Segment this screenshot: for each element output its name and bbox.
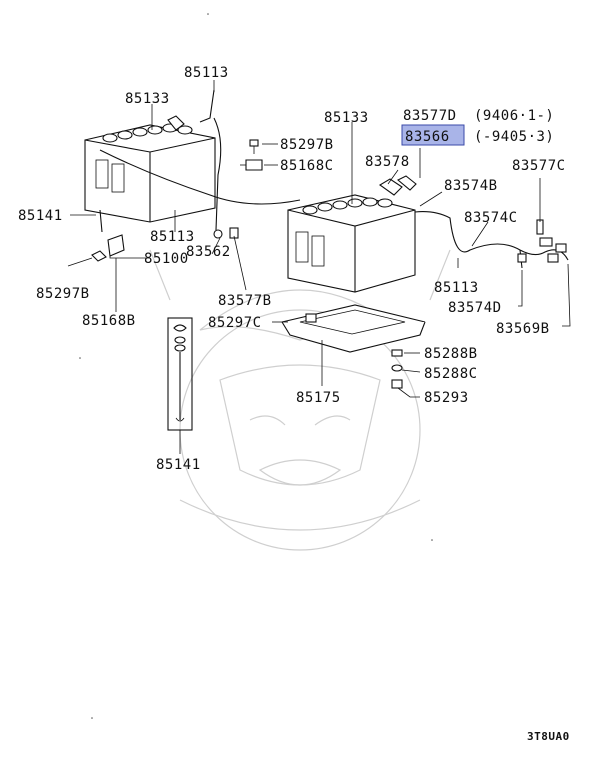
connector-cluster [517,237,567,263]
nut-83562 [229,227,239,239]
cable-85141-rod [99,209,103,233]
label-85133-left[interactable]: 85133 [125,91,170,107]
label-83574c[interactable]: 83574C [464,210,518,226]
bolt-85288b [391,349,403,357]
label-85175[interactable]: 85175 [296,390,341,406]
label-85113-top[interactable]: 85113 [184,65,229,81]
watermark-emblem [149,249,451,551]
left-battery-caps [102,123,193,143]
label-85297b-top[interactable]: 85297B [280,137,334,153]
bracket-85168c [240,159,263,171]
diagram-code: 3T8UA0 [527,730,570,743]
dot-b [207,13,209,15]
bolt-85297b-left [91,250,107,262]
label-85168c[interactable]: 85168C [280,158,334,174]
label-85100[interactable]: 85100 [144,251,189,267]
battery-tray-85175 [281,304,426,353]
label-83566[interactable]: 83566 [405,129,450,145]
dot-c [431,539,433,541]
harness-83574 [414,211,569,261]
label-83577b[interactable]: 83577B [218,293,272,309]
label-83562[interactable]: 83562 [186,244,231,260]
label-85133-right[interactable]: 85133 [324,110,369,126]
label-85141-left[interactable]: 85141 [18,208,63,224]
leader-lines [67,80,571,454]
label-85297b-left[interactable]: 85297B [36,286,90,302]
dot-a [79,357,81,359]
part-83566-highlight [401,124,465,146]
label-83577d[interactable]: 83577D [403,108,457,124]
right-battery [287,175,417,293]
bracket-85168b [107,234,125,257]
label-83566-note: (-9405·3) [474,129,554,145]
label-83574d[interactable]: 83574D [448,300,502,316]
label-85168b[interactable]: 85168B [82,313,136,329]
label-85297c[interactable]: 85297C [208,315,262,331]
label-85113-middle[interactable]: 85113 [150,229,195,245]
label-85288c[interactable]: 85288C [424,366,478,382]
dot-d [91,717,93,719]
cable-85113-link [99,149,301,205]
rod-85141-frame [167,317,193,431]
label-85113-right[interactable]: 85113 [434,280,479,296]
bolt-85297b-top [249,139,259,154]
label-83577d-note: (9406·1-) [474,108,554,124]
label-83574b[interactable]: 83574B [444,178,498,194]
nut-85293 [391,379,403,389]
label-83569b[interactable]: 83569B [496,321,550,337]
cable-85113-left [199,89,222,231]
washer-85288c [391,364,403,372]
label-85288b[interactable]: 85288B [424,346,478,362]
label-83578[interactable]: 83578 [365,154,410,170]
right-battery-caps [302,197,393,215]
label-85293[interactable]: 85293 [424,390,469,406]
label-85141-bottom[interactable]: 85141 [156,457,201,473]
connector-83577c [536,219,544,235]
label-83577c[interactable]: 83577C [512,158,566,174]
left-battery [84,115,216,223]
part-labels: 85113 85133 85297B 85168C 85141 85113 85… [18,65,570,743]
